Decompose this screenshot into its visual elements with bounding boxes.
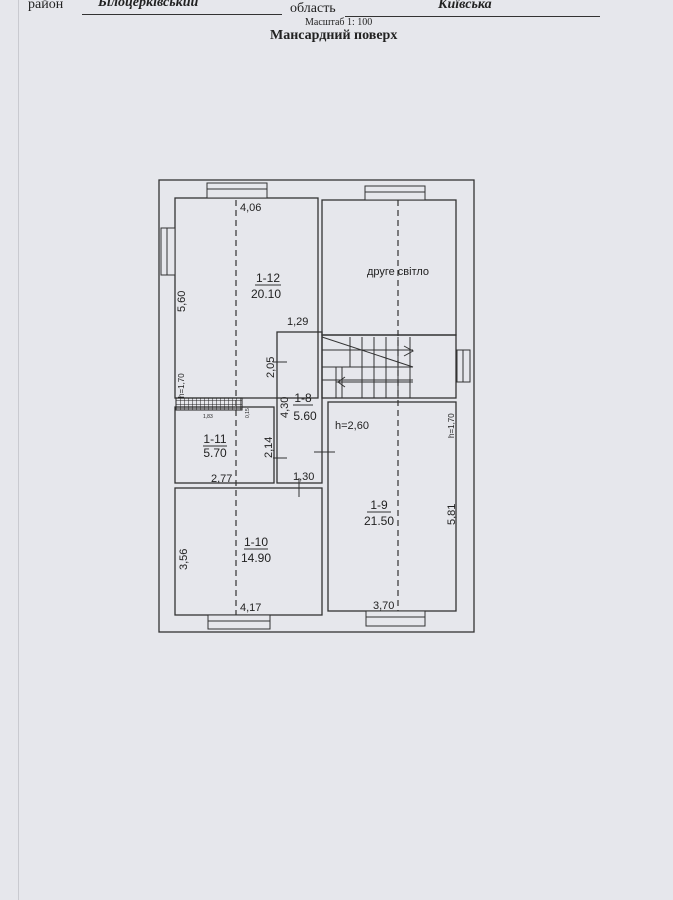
dim-5-60: 5,60	[176, 291, 188, 312]
dim-4-06: 4,06	[240, 202, 261, 214]
dim-2-05: 2,05	[265, 357, 277, 378]
dim-1-30: 1,30	[293, 471, 314, 483]
dim-2-14: 2,14	[263, 437, 275, 458]
page-margin-line	[18, 0, 19, 900]
dim-1-83: 1,83	[203, 414, 213, 420]
room-1-12-outline	[174, 197, 319, 399]
height-1-70-left: h=1,70	[177, 373, 186, 398]
room-1-11-area: 5.70	[203, 446, 227, 460]
dim-5-81: 5,81	[446, 504, 458, 525]
scale-label: Масштаб 1: 100	[305, 17, 373, 28]
room-1-9-id: 1-9	[370, 498, 388, 512]
region-label: область	[290, 1, 336, 16]
room-1-11-id: 1-11	[203, 432, 226, 446]
dim-2-77: 2,77	[211, 473, 232, 485]
room-1-10-area: 14.90	[241, 551, 271, 565]
room-1-9-outline	[327, 401, 457, 612]
room-1-12-id: 1-12	[256, 271, 280, 285]
room-1-8-area: 5.60	[293, 409, 317, 423]
height-1-70-right: h=1,70	[447, 413, 456, 438]
door-marks	[273, 361, 335, 497]
height-2-60: h=2,60	[335, 420, 369, 432]
dim-3-70: 3,70	[373, 600, 394, 612]
room-1-10-id: 1-10	[244, 535, 268, 549]
region-value: Київська	[438, 0, 492, 12]
second-light-label: друге світло	[367, 266, 429, 278]
room-1-9-area: 21.50	[364, 514, 394, 528]
page-title: Мансардний поверх	[270, 28, 398, 43]
district-label: район	[28, 0, 64, 12]
dim-1-29: 1,29	[287, 316, 308, 328]
dim-0-15: 0,15	[245, 408, 251, 418]
dim-4-17: 4,17	[240, 602, 261, 614]
dim-3-56: 3,56	[178, 549, 190, 570]
district-underline	[82, 14, 282, 15]
staircase	[321, 336, 415, 398]
dim-4-30: 4,30	[279, 397, 291, 418]
hatched-wall	[175, 397, 243, 411]
room-1-8-id: 1-8	[294, 391, 312, 405]
district-value: Білоцерківський	[98, 0, 199, 10]
windows	[160, 182, 471, 630]
axis-lines	[235, 200, 399, 615]
outer-wall	[158, 179, 475, 633]
region-underline	[345, 16, 600, 17]
room-1-12-area: 20.10	[251, 287, 281, 301]
